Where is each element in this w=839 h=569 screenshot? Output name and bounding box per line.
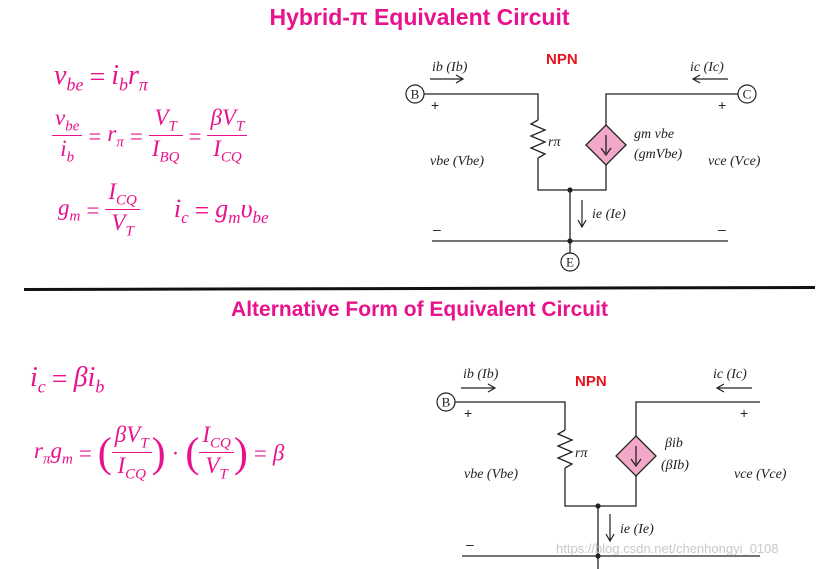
rpi-resistor bbox=[556, 429, 574, 469]
ib-label: ib (Ib) bbox=[463, 367, 499, 382]
hybrid-pi-circuit: NPN B C E ib (Ib) ic (Ic) ie (Ie) vbe (V… bbox=[405, 51, 761, 272]
collector-wire bbox=[635, 401, 760, 436]
vbe-plus-sign: + bbox=[431, 97, 439, 113]
vbe-label: vbe (Vbe) bbox=[430, 154, 484, 169]
vbe-minus-sign: – bbox=[466, 536, 474, 552]
vce-label: vce (Vce) bbox=[734, 467, 787, 482]
equation-ic-beta: ic=βib bbox=[30, 362, 105, 397]
rpi-label: rπ bbox=[548, 135, 561, 150]
junction-dot bbox=[595, 503, 601, 509]
ic-arrow bbox=[691, 74, 728, 84]
source-direction-arrow bbox=[600, 135, 612, 157]
ie-arrow bbox=[577, 200, 587, 229]
ie-label: ie (Ie) bbox=[620, 522, 654, 537]
ic-label: ic (Ic) bbox=[690, 60, 724, 75]
hybrid-pi-title: Hybrid-π Equivalent Circuit bbox=[269, 4, 570, 30]
vce-minus-sign: – bbox=[718, 221, 726, 237]
source-label: gm vbe bbox=[634, 127, 674, 142]
source-label-dc: (gmVbe) bbox=[634, 147, 683, 162]
vbe-label: vbe (Vbe) bbox=[464, 467, 518, 482]
resistor-to-source-wire bbox=[537, 158, 607, 191]
vce-label: vce (Vce) bbox=[708, 154, 761, 169]
rpi-resistor bbox=[529, 119, 547, 159]
base-wire bbox=[455, 401, 566, 430]
base-wire bbox=[424, 93, 539, 120]
ie-arrow bbox=[605, 514, 615, 543]
npn-label: NPN bbox=[546, 51, 578, 68]
junction-dot bbox=[567, 187, 573, 193]
collector-wire bbox=[605, 93, 738, 125]
ib-label: ib (Ib) bbox=[432, 60, 468, 75]
source-direction-arrow bbox=[630, 446, 642, 468]
alternative-form-title: Alternative Form of Equivalent Circuit bbox=[231, 298, 608, 321]
ib-arrow bbox=[430, 74, 465, 84]
watermark: https://blog.csdn.net/chenhongyi_0108 bbox=[556, 541, 779, 556]
source-label-dc: (βIb) bbox=[661, 458, 689, 473]
base-node-label: B bbox=[442, 395, 451, 410]
resistor-to-source-wire bbox=[564, 468, 637, 507]
vce-plus-sign: + bbox=[740, 405, 748, 421]
base-node-label: B bbox=[411, 87, 420, 102]
ic-label: ic (Ic) bbox=[713, 367, 747, 382]
rpi-label: rπ bbox=[575, 446, 588, 461]
equation-vbe: vbe=ibrπ bbox=[54, 60, 148, 95]
emitter-node-label: E bbox=[566, 255, 574, 270]
source-label: βib bbox=[664, 436, 683, 451]
ie-label: ie (Ie) bbox=[592, 207, 626, 222]
vce-plus-sign: + bbox=[718, 97, 726, 113]
collector-node-label: C bbox=[743, 87, 752, 102]
ic-arrow bbox=[715, 383, 752, 393]
vbe-minus-sign: – bbox=[433, 221, 441, 237]
vbe-plus-sign: + bbox=[464, 405, 472, 421]
ib-arrow bbox=[461, 383, 497, 393]
npn-label: NPN bbox=[575, 373, 607, 390]
alternative-circuit: NPN B ib (Ib) ic (Ic) ie (Ie) vbe (Vbe) … bbox=[436, 367, 787, 569]
